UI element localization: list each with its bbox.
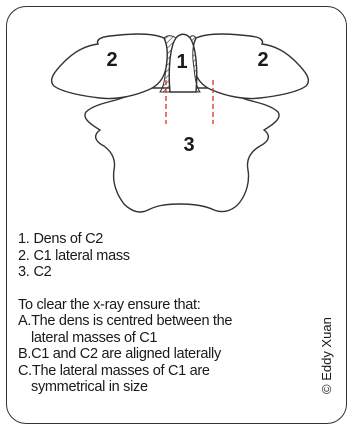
checklist-item: B.C1 and C2 are aligned laterally (18, 346, 318, 363)
label-dens: 1 (176, 51, 187, 73)
legend-item: 2.C1 lateral mass (18, 248, 318, 265)
legend-item-text: C1 lateral mass (34, 248, 130, 265)
checklist-item: C.The lateral masses of C1 are symmetric… (18, 363, 318, 396)
checklist-text-continued: symmetrical in size (18, 379, 318, 396)
label-left-lateral-mass: 2 (106, 49, 117, 71)
checklist-letter: C. (18, 363, 32, 380)
checklist-text: C1 and C2 are aligned laterally (31, 346, 221, 363)
c2-body-outline (85, 88, 279, 212)
legend-item-number: 2. (18, 248, 30, 265)
c1-right-lateral-mass-outline (193, 34, 309, 99)
checklist-heading: To clear the x-ray ensure that: (18, 297, 318, 314)
checklist-text: The dens is centred between the (31, 313, 232, 330)
legend-item: 3.C2 (18, 264, 318, 281)
checklist-letter: B. (18, 346, 31, 363)
checklist-heading-text: To clear the x-ray ensure that: (18, 297, 201, 314)
checklist-item: A.The dens is centred between the latera… (18, 313, 318, 346)
checklist-text-continued: lateral masses of C1 (18, 330, 318, 347)
checklist-letter: A. (18, 313, 31, 330)
copyright-notice: © Eddy Xuan (319, 317, 334, 394)
legend-item: 1.Dens of C2 (18, 231, 318, 248)
legend-item-number: 3. (18, 264, 30, 281)
legend-item-text: Dens of C2 (34, 231, 104, 248)
label-c2-body: 3 (183, 134, 194, 156)
checklist-text: The lateral masses of C1 are (32, 363, 210, 380)
label-right-lateral-mass: 2 (257, 49, 268, 71)
legend-item-number: 1. (18, 231, 30, 248)
legend: 1.Dens of C2 2.C1 lateral mass 3.C2 To c… (18, 231, 318, 396)
legend-item-text: C2 (34, 264, 52, 281)
